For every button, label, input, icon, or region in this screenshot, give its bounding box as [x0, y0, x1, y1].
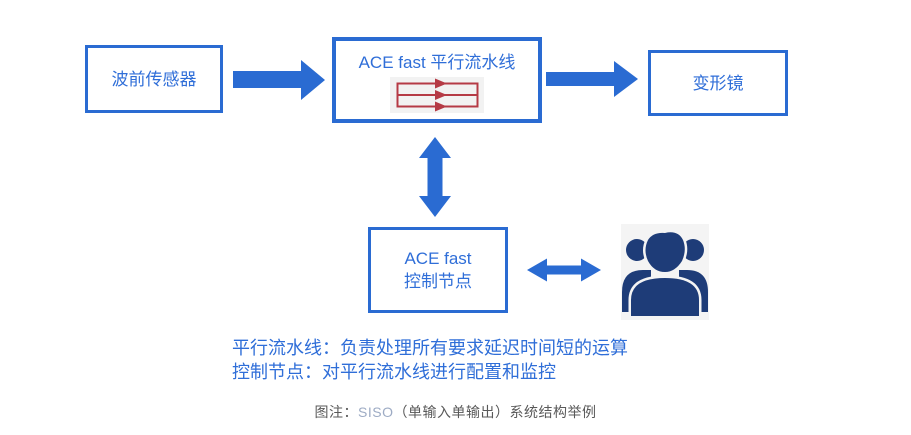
horizontal-double-arrow-icon: [527, 258, 601, 282]
node-ace-fast-control-line1: ACE fast: [404, 249, 472, 268]
figure-caption-prefix: 图注：: [314, 404, 359, 420]
node-deformable-mirror-label: 变形镜: [692, 73, 744, 93]
operator-users-icon: [621, 224, 709, 320]
legend-note-control: 控制节点：对平行流水线进行配置和监控: [232, 362, 556, 382]
arrow-sensor-to-pipeline: [233, 60, 325, 100]
figure-caption: 图注：SISO（单输入单输出）系统结构举例: [0, 402, 911, 422]
figure-caption-siso: SISO: [358, 404, 394, 420]
legend-note-pipeline: 平行流水线：负责处理所有要求延迟时间短的运算: [232, 338, 628, 358]
node-wavefront-sensor: 波前传感器: [85, 45, 223, 113]
node-ace-fast-pipeline-label: ACE fast 平行流水线: [358, 53, 516, 72]
node-ace-fast-control-line2: 控制节点: [404, 272, 472, 291]
parallel-pipeline-icon: [390, 77, 484, 119]
right-arrow-icon: [546, 61, 638, 97]
node-ace-fast-control: ACE fast 控制节点: [368, 227, 508, 313]
node-ace-fast-pipeline: ACE fast 平行流水线: [332, 37, 542, 123]
double-arrow-pipeline-control: [417, 137, 453, 217]
node-deformable-mirror: 变形镜: [648, 50, 788, 116]
node-wavefront-sensor-label: 波前传感器: [111, 69, 197, 89]
right-arrow-icon: [233, 60, 325, 100]
arrow-pipeline-to-mirror: [546, 61, 638, 97]
figure-caption-suffix: （单输入单输出）系统结构举例: [393, 404, 597, 420]
vertical-double-arrow-icon: [419, 137, 451, 217]
legend-notes: 平行流水线：负责处理所有要求延迟时间短的运算 控制节点：对平行流水线进行配置和监…: [232, 336, 628, 384]
double-arrow-control-operator: [527, 257, 601, 283]
